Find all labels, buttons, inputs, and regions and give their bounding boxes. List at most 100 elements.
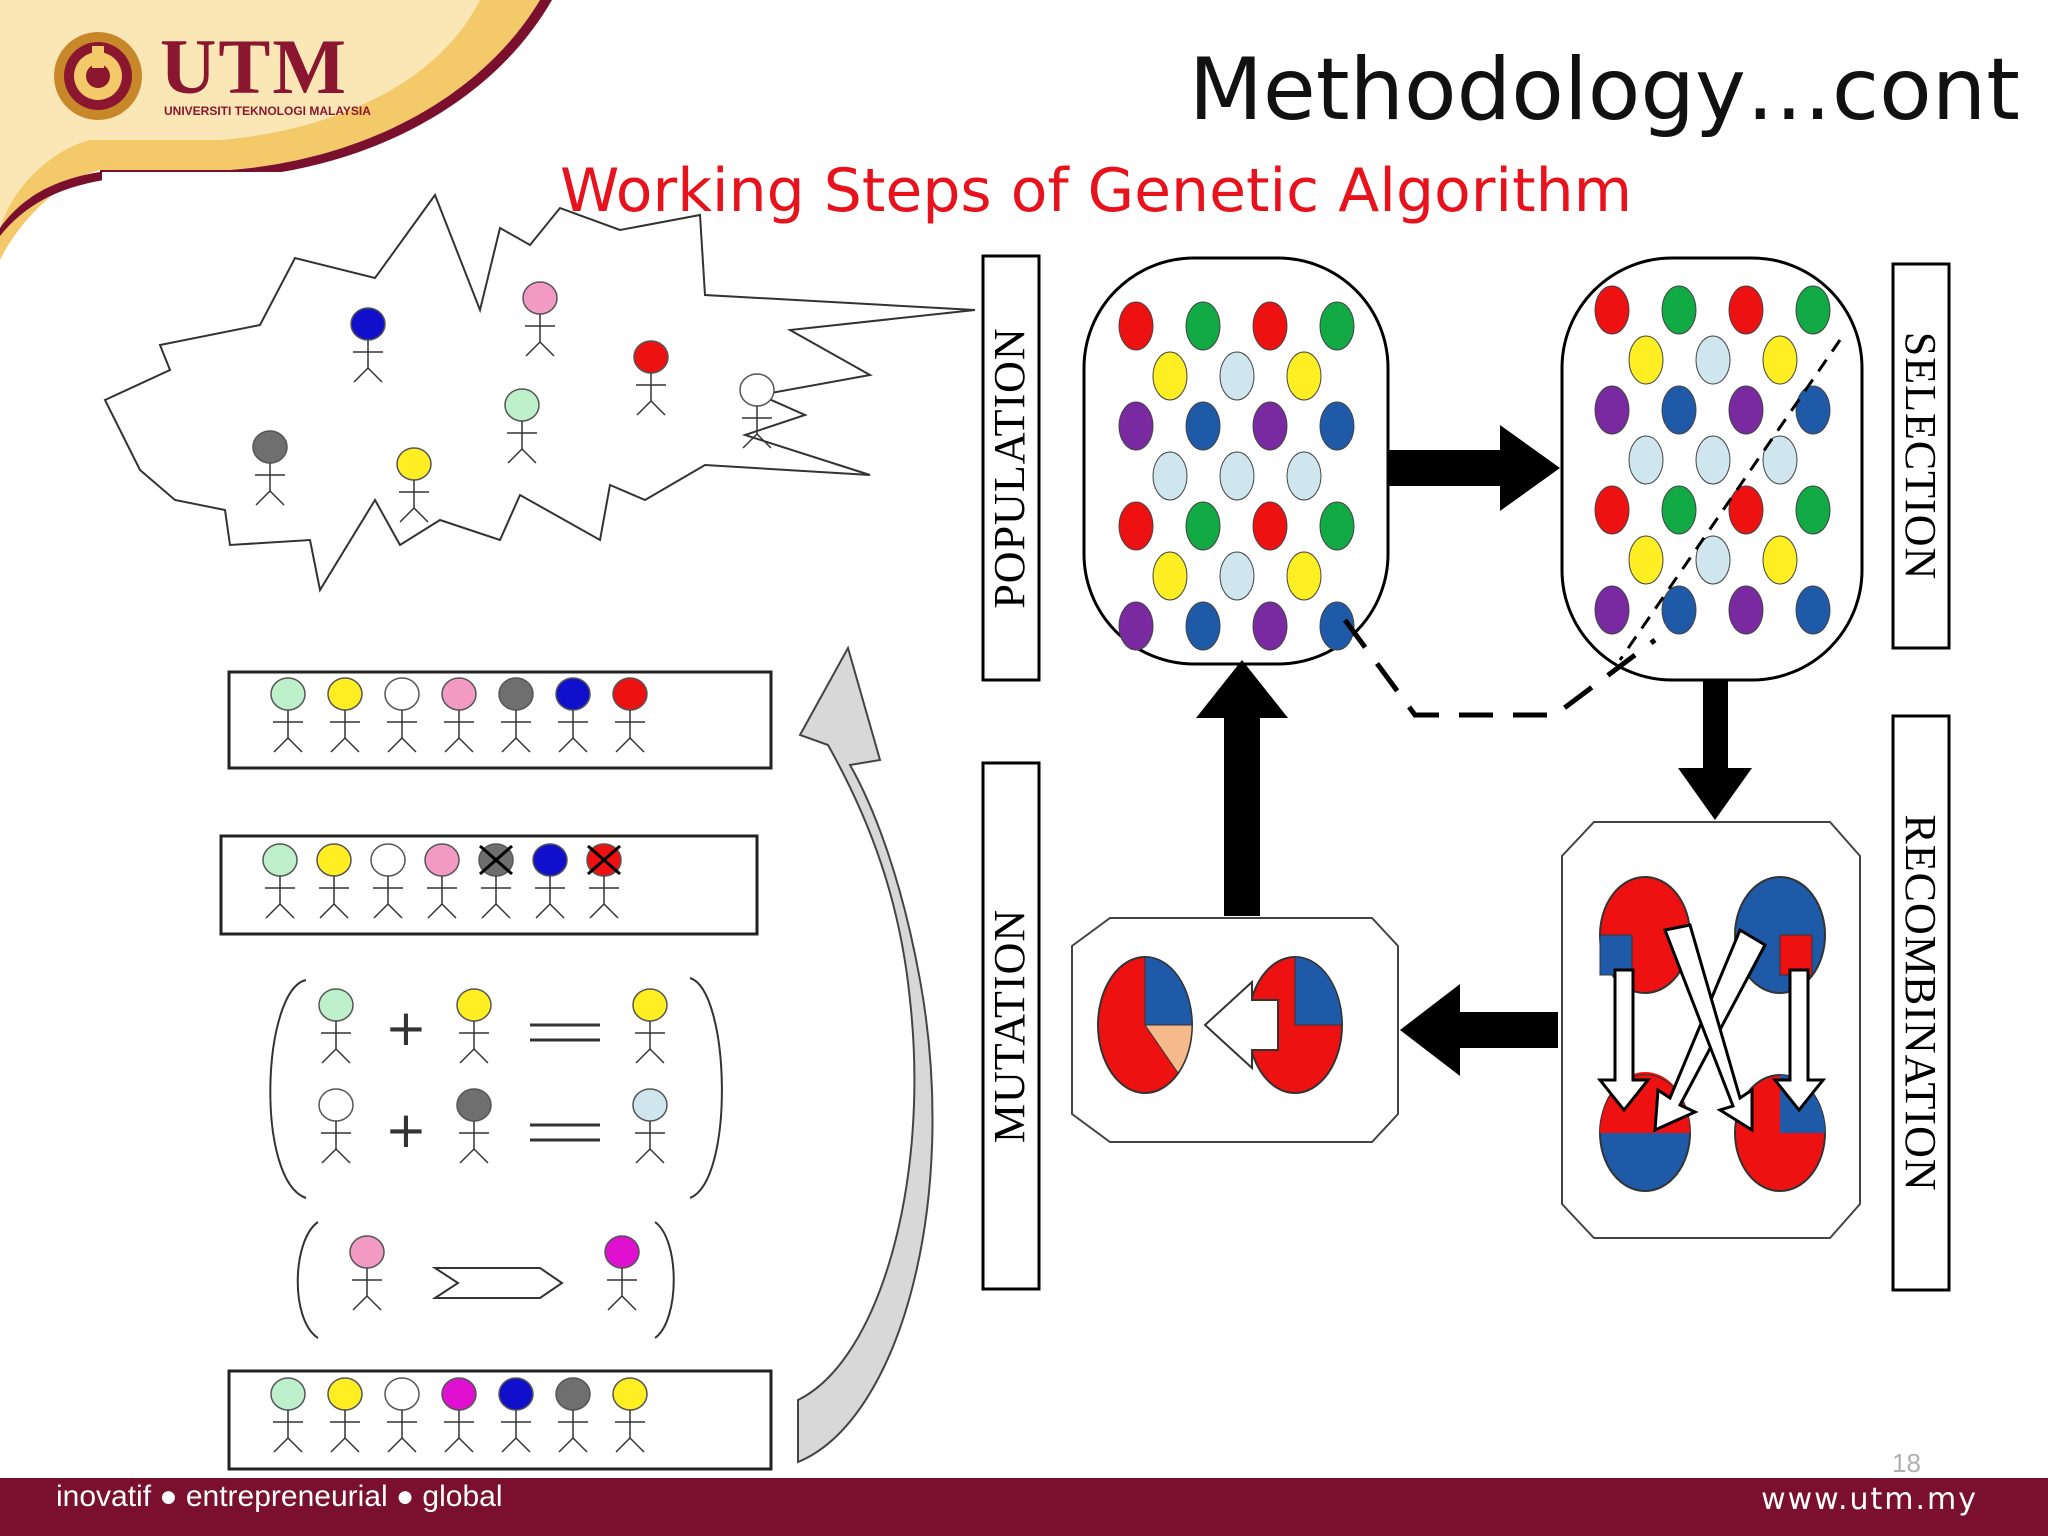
population-dot (1252, 301, 1288, 351)
curved-return-arrow-icon (797, 645, 934, 1464)
population-dot (1286, 551, 1322, 601)
initial-row-individual-icon (441, 677, 477, 753)
selection-dot (1728, 385, 1764, 435)
selection-row-individual-icon (532, 843, 568, 919)
svg-text:+: + (385, 1101, 427, 1159)
population-dot (1152, 351, 1188, 401)
selection-dot (1762, 335, 1798, 385)
crossover-individual-icon (632, 988, 668, 1064)
arrow-recombination-to-mutation-icon (1400, 984, 1558, 1076)
footer-bar (0, 1478, 2048, 1536)
arrow-mutation-to-population-icon (1196, 660, 1288, 916)
arrow-population-to-selection-icon (1388, 425, 1560, 511)
selection-dot (1795, 285, 1831, 335)
population-dot (1219, 551, 1255, 601)
crossover-individual-icon (318, 1088, 354, 1164)
new-generation-individual-icon (498, 1377, 534, 1453)
selection-dot (1728, 285, 1764, 335)
selection-dot (1594, 285, 1630, 335)
initial-row-individual-icon (327, 677, 363, 753)
selection-row-individual-icon (586, 843, 622, 919)
selection-dot (1695, 435, 1731, 485)
utm-seal-icon (54, 32, 142, 120)
selection-dot (1628, 335, 1664, 385)
mutation-after (1097, 956, 1193, 1094)
crossover-individual-icon (318, 988, 354, 1064)
arrow-selection-to-recombination-icon (1678, 680, 1752, 820)
new-generation-individual-icon (555, 1377, 591, 1453)
row-initial-box (227, 670, 773, 770)
population-dot (1185, 401, 1221, 451)
initial-row-individual-icon (612, 677, 648, 753)
cloud-individual-icon (252, 430, 288, 506)
cloud-individual-icon (396, 447, 432, 523)
svg-text:+: + (385, 999, 427, 1057)
recombination-parents (1599, 876, 1826, 994)
mutation-individual-icon (349, 1235, 385, 1311)
cloud-individual-icon (633, 340, 669, 416)
population-dot (1319, 501, 1355, 551)
footer-tagline: inovatif ● entrepreneurial ● global (56, 1480, 503, 1513)
population-dot (1185, 601, 1221, 651)
row-new-generation-box (227, 1369, 773, 1471)
population-dot (1252, 401, 1288, 451)
selection-label: SELECTION (1896, 332, 1945, 581)
population-dot (1319, 401, 1355, 451)
selection-dot (1762, 535, 1798, 585)
population-dot (1219, 451, 1255, 501)
cloud-individual-icon (350, 307, 386, 383)
population-dot (1319, 601, 1355, 651)
mutation-arrow-left-icon (1203, 979, 1279, 1071)
selection-dot (1661, 385, 1697, 435)
population-dot (1252, 501, 1288, 551)
selection-dot (1695, 535, 1731, 585)
selection-dot (1661, 285, 1697, 335)
new-generation-individual-icon (612, 1377, 648, 1453)
selection-dot (1594, 485, 1630, 535)
selection-dot (1628, 435, 1664, 485)
population-dot (1185, 501, 1221, 551)
recombination-label: RECOMBINATION (1896, 814, 1945, 1191)
cloud-individual-icon (504, 388, 540, 464)
dashed-link (1342, 618, 1657, 718)
population-dot (1185, 301, 1221, 351)
population-dot (1219, 351, 1255, 401)
logo-wordmark: UTM (160, 23, 348, 110)
crossover-individual-icon (632, 1088, 668, 1164)
population-dot (1252, 601, 1288, 651)
logo-subtext: UNIVERSITI TEKNOLOGI MALAYSIA (164, 104, 371, 118)
selection-dot (1661, 485, 1697, 535)
initial-row-individual-icon (555, 677, 591, 753)
selection-dot (1594, 385, 1630, 435)
crossover-arrows-icon (1596, 923, 1827, 1133)
population-dot (1152, 551, 1188, 601)
population-label-box (981, 254, 1041, 682)
initial-row-individual-icon (384, 677, 420, 753)
slide-subtitle: Working Steps of Genetic Algorithm (560, 156, 1633, 226)
initial-row-individual-icon (270, 677, 306, 753)
selection-row-individual-icon (478, 843, 514, 919)
slide-title: Methodology…cont (1188, 40, 2020, 140)
population-dot (1286, 451, 1322, 501)
population-label: POPULATION (985, 327, 1034, 608)
population-dot (1118, 301, 1154, 351)
row-selection-box (219, 834, 759, 936)
cloud-individual-icon (739, 373, 775, 449)
new-generation-individual-icon (384, 1377, 420, 1453)
population-dot (1118, 401, 1154, 451)
selection-dot (1728, 585, 1764, 635)
selection-dot (1728, 485, 1764, 535)
selection-dot (1594, 585, 1630, 635)
selection-dot (1795, 485, 1831, 535)
selection-cut-line (1618, 339, 1842, 661)
mutation-arrow-icon (431, 1267, 564, 1299)
selection-dot (1795, 585, 1831, 635)
population-dot (1118, 501, 1154, 551)
selection-dot (1762, 435, 1798, 485)
crossover-individual-icon (456, 1088, 492, 1164)
population-dot (1152, 451, 1188, 501)
selection-dot (1795, 385, 1831, 435)
initial-row-individual-icon (498, 677, 534, 753)
page-number: 18 (1892, 1448, 1921, 1478)
